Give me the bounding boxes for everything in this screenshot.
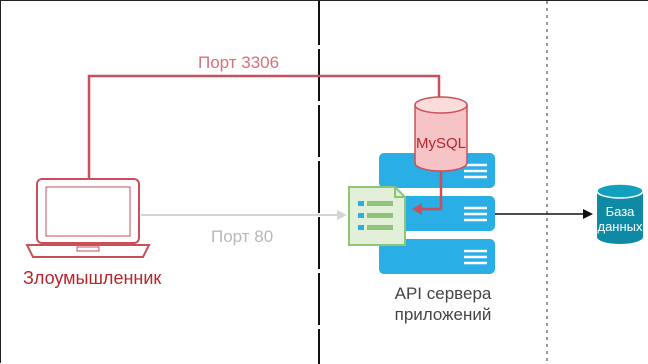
mysql-to-api-arrowhead <box>412 203 422 215</box>
port-3306-label: Порт 3306 <box>198 53 280 72</box>
document-icon <box>348 186 406 246</box>
port-80-label: Порт 80 <box>211 227 274 246</box>
attack-path-line <box>87 74 441 179</box>
server-rack-icon <box>379 153 495 274</box>
mysql-label: MySQL <box>415 135 466 152</box>
server-to-db-arrowhead <box>583 209 593 219</box>
database-label: База данных <box>597 204 643 234</box>
mysql-to-api-line <box>421 171 443 211</box>
mysql-cylinder-icon <box>414 96 468 172</box>
attacker-label: Злоумышленник <box>23 268 162 288</box>
http-path-arrowhead <box>337 210 347 220</box>
laptop-icon <box>25 178 151 258</box>
api-server-label: API сервера приложений <box>394 284 492 324</box>
database-cylinder-icon <box>596 183 644 244</box>
